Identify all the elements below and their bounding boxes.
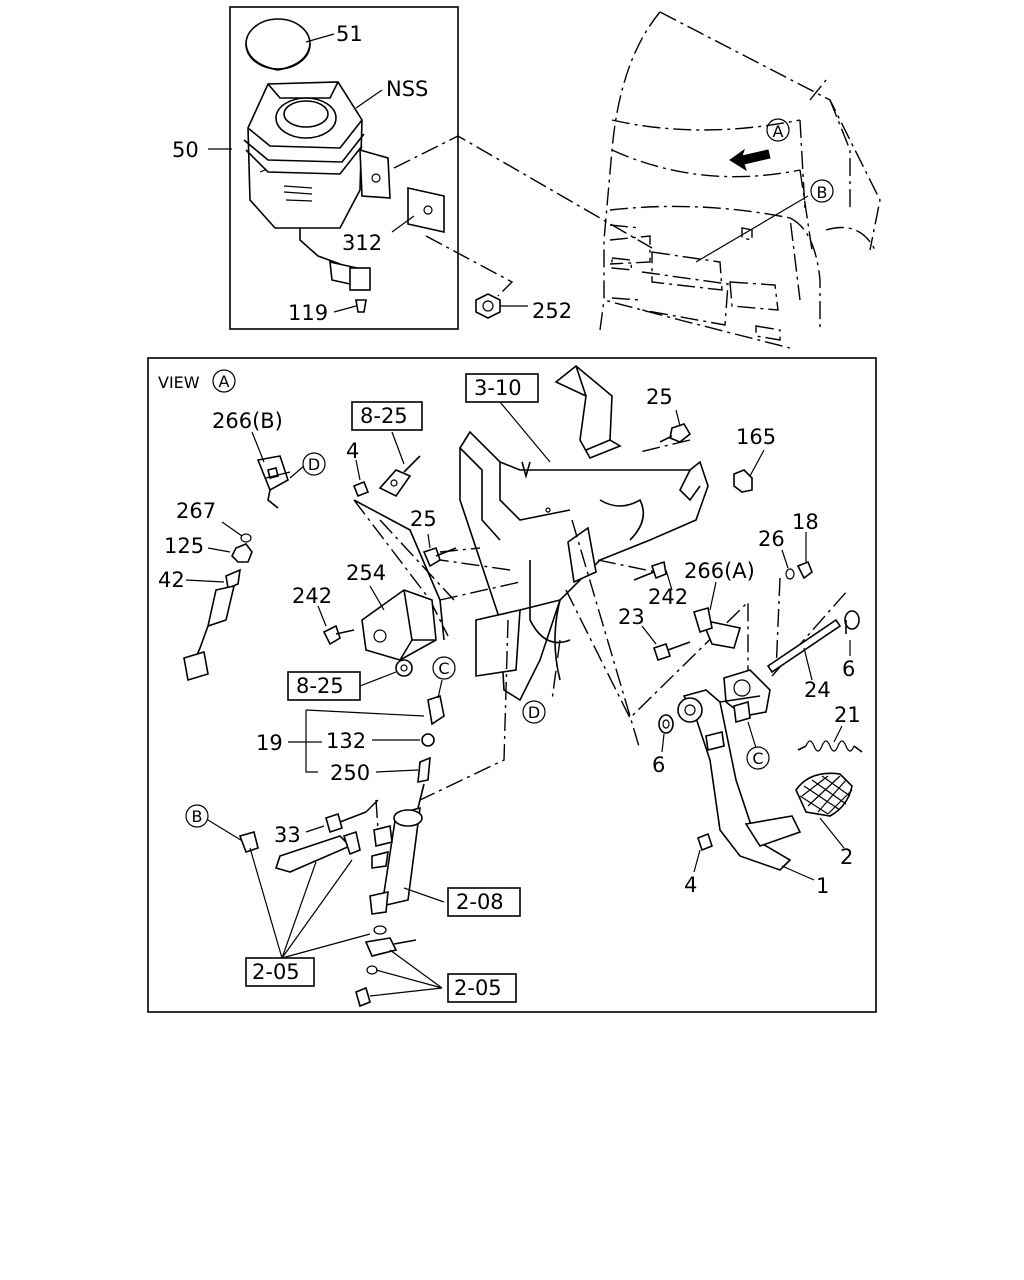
- ref-8-25-mid: 8-25: [296, 674, 344, 698]
- view-marker-d-mid: D: [522, 700, 546, 724]
- view-marker-b-left: B: [185, 804, 209, 828]
- label-nut: 252: [532, 299, 572, 323]
- reservoir-inset: 51 NSS 50 312: [172, 6, 459, 330]
- svg-text:A: A: [219, 372, 230, 391]
- view-title: VIEW: [158, 373, 200, 392]
- bolt-33-drawing: [325, 811, 367, 834]
- clip-26-drawing: [785, 568, 795, 580]
- label-nss: NSS: [386, 77, 428, 101]
- pedal-pad-drawing: [795, 772, 853, 817]
- view-title-marker: A: [212, 369, 236, 393]
- label-clip: 119: [288, 301, 328, 325]
- svg-text:D: D: [308, 455, 320, 474]
- ref-2-05-left: 2-05: [252, 960, 300, 984]
- nut-252-drawing: [475, 293, 501, 319]
- ref-2-08-box: [447, 887, 521, 917]
- label-bracket: 312: [342, 231, 382, 255]
- label-4-top: 4: [346, 439, 359, 463]
- master-cylinder-drawing: [369, 783, 425, 915]
- nut-125-drawing: [231, 543, 253, 563]
- pedal-bracket-drawing: [458, 364, 709, 702]
- ref-2-05-left-box: [245, 957, 315, 987]
- label-250: 250: [330, 761, 370, 785]
- label-242-mid: 242: [648, 585, 688, 609]
- ref-8-25-top-box: [351, 401, 423, 431]
- label-6-right: 6: [842, 657, 855, 681]
- label-266a: 266(A): [684, 559, 755, 583]
- label-25-top: 25: [646, 385, 673, 409]
- view-a-frame: [147, 357, 877, 1013]
- ref-8-25-top: 8-25: [360, 404, 408, 428]
- label-25-mid: 25: [410, 507, 437, 531]
- label-23: 23: [618, 605, 645, 629]
- view-marker-c-right: C: [746, 746, 770, 770]
- label-21: 21: [834, 703, 861, 727]
- switch-top-drawing: [378, 455, 421, 498]
- bolt-25-mid-drawing: [422, 546, 457, 568]
- ref-2-08: 2-08: [456, 890, 504, 914]
- label-6-low: 6: [652, 753, 665, 777]
- label-254: 254: [346, 561, 386, 585]
- label-18: 18: [792, 510, 819, 534]
- svg-text:B: B: [817, 183, 828, 202]
- switch-266a-drawing: [693, 606, 742, 649]
- label-reservoir: 50: [172, 138, 199, 162]
- washer-6-low-drawing: [658, 714, 674, 734]
- ref-3-10-box: [465, 373, 539, 403]
- ref-2-05-right-box: [447, 973, 517, 1003]
- reservoir-cap-drawing: [245, 18, 311, 71]
- bracket-254-drawing: [353, 499, 445, 661]
- pin-bracket-drawing: [238, 830, 361, 873]
- view-marker-d-top: D: [302, 452, 326, 476]
- svg-text:A: A: [773, 122, 784, 141]
- label-26: 26: [758, 527, 785, 551]
- bolt-4-top-drawing: [352, 480, 370, 498]
- svg-text:D: D: [528, 703, 540, 722]
- svg-text:B: B: [192, 807, 203, 826]
- ref-2-05-right: 2-05: [454, 976, 502, 1000]
- spring-21-drawing: [797, 740, 863, 753]
- label-132: 132: [326, 729, 366, 753]
- label-266b: 266(B): [212, 409, 283, 433]
- svg-text:C: C: [438, 659, 449, 678]
- label-cap: 51: [336, 22, 363, 46]
- cab-view-marker: A: [766, 118, 790, 142]
- clevis-132-drawing: [417, 694, 445, 783]
- nut-165-drawing: [733, 469, 753, 493]
- view-marker-c-mid: C: [432, 656, 456, 680]
- bracket-plate-drawing: [407, 187, 445, 233]
- pedal-arm-drawing: [677, 669, 802, 871]
- bolt-25-top-drawing: [659, 423, 692, 443]
- lower-fittings-drawing: [355, 925, 417, 1008]
- label-4-low: 4: [684, 873, 697, 897]
- label-125: 125: [164, 534, 204, 558]
- pedal-shaft-drawing: [766, 610, 860, 674]
- svg-text:C: C: [752, 749, 763, 768]
- sensor-42-drawing: [183, 568, 241, 682]
- nut-18-drawing: [796, 560, 813, 580]
- inset-frame: [229, 6, 459, 330]
- plug-8-25-drawing: [395, 659, 413, 677]
- label-33: 33: [274, 823, 301, 847]
- label-42: 42: [158, 568, 185, 592]
- bolt-23-drawing: [652, 641, 691, 662]
- switch-266b-drawing: [256, 455, 291, 509]
- bolt-242-mid-drawing: [633, 560, 667, 581]
- label-2: 2: [840, 845, 853, 869]
- bolt-242-left-drawing: [322, 624, 355, 646]
- cab-front-drawing: [599, 11, 881, 349]
- ref-3-10: 3-10: [474, 376, 522, 400]
- label-19: 19: [256, 731, 283, 755]
- label-165: 165: [736, 425, 776, 449]
- label-1: 1: [816, 874, 829, 898]
- reservoir-body-drawing: [243, 81, 391, 313]
- label-24: 24: [804, 678, 831, 702]
- label-267: 267: [176, 499, 216, 523]
- bolt-4-low-drawing: [697, 832, 713, 852]
- label-242-left: 242: [292, 584, 332, 608]
- washer-267-drawing: [240, 533, 252, 543]
- cab-ref-marker: B: [810, 179, 834, 203]
